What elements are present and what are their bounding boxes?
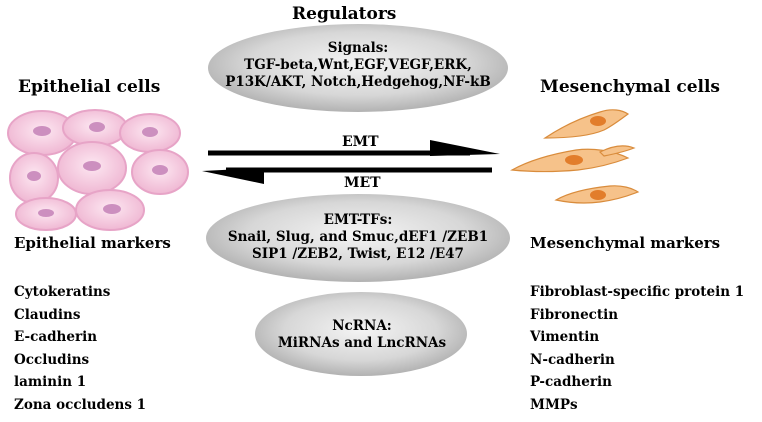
- met-arrow: [202, 167, 492, 184]
- emt-tfs-line-2: SIP1 /ZEB2, Twist, E12 /E47: [252, 246, 464, 262]
- emt-tfs-line-1: Snail, Slug, and Smuc,dEF1 /ZEB1: [227, 229, 489, 245]
- ncrna-heading: NcRNA:: [332, 318, 392, 334]
- epithelial-marker-item: Claudins: [14, 306, 81, 323]
- emt-tfs-heading: EMT-TFs:: [323, 212, 393, 228]
- mesenchymal-marker-item: Fibroblast-specific protein 1: [530, 284, 745, 300]
- signals-text: Signals: TGF-beta,Wnt,EGF,VEGF,ERK, P13K…: [208, 40, 508, 91]
- epithelial-markers-heading: Epithelial markers: [14, 234, 171, 252]
- mesenchymal-cells-illustration: [510, 109, 640, 204]
- emt-arrow: [208, 140, 500, 156]
- signals-line-1: TGF-beta,Wnt,EGF,VEGF,ERK,: [244, 57, 472, 73]
- ncrna-line-1: MiRNAs and LncRNAs: [277, 335, 447, 351]
- epithelial-marker-item: Zona occludens 1: [14, 396, 147, 413]
- epithelial-marker-item: laminin 1: [14, 374, 87, 391]
- emt-tfs-ellipse: [206, 194, 510, 282]
- mesenchymal-marker-item: P-cadherin: [530, 374, 612, 391]
- mesenchymal-marker-item: MMPs: [530, 396, 578, 413]
- ncrna-text: NcRNA: MiRNAs and LncRNAs: [262, 318, 462, 352]
- emt-label: EMT: [342, 134, 379, 150]
- met-label: MET: [344, 175, 381, 191]
- diagram-title: Regulators: [292, 4, 397, 24]
- epithelial-markers-list: Cytokeratins Claudins E-cadherin Occludi…: [14, 281, 146, 417]
- emt-tfs-text: EMT-TFs: Snail, Slug, and Smuc,dEF1 /ZEB…: [200, 212, 516, 263]
- mesenchymal-markers-list: Fibroblast-specific protein 1 Fibronecti…: [530, 281, 744, 417]
- signals-ellipse: [208, 24, 508, 112]
- mesenchymal-marker-item: Fibronectin: [530, 306, 619, 323]
- epithelial-marker-item: E-cadherin: [14, 329, 98, 346]
- mesenchymal-cells-heading: Mesenchymal cells: [540, 77, 721, 97]
- signals-heading: Signals:: [327, 40, 389, 56]
- epithelial-marker-item: Occludins: [14, 351, 90, 368]
- mesenchymal-marker-item: N-cadherin: [530, 351, 615, 368]
- epithelial-marker-item: Cytokeratins: [14, 284, 111, 300]
- mesenchymal-markers-heading: Mesenchymal markers: [530, 234, 721, 252]
- epithelial-cells-heading: Epithelial cells: [18, 77, 161, 97]
- ncrna-ellipse: [255, 292, 467, 376]
- mesenchymal-marker-item: Vimentin: [530, 329, 600, 346]
- epithelial-cells-illustration: [7, 109, 189, 231]
- signals-line-2: P13K/AKT, Notch,Hedgehog,NF-kB: [225, 74, 491, 90]
